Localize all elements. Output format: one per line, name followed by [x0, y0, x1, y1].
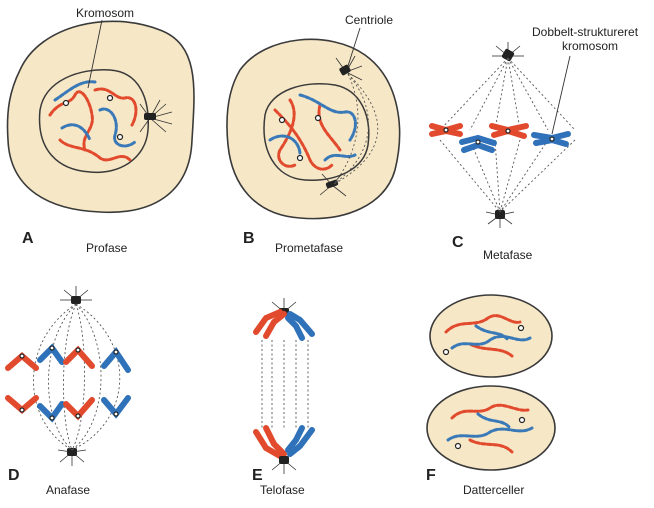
panel-letter-a: A — [22, 230, 34, 247]
cell-b — [226, 38, 401, 220]
centriole-a — [139, 99, 173, 133]
daughter-cell-bottom — [426, 385, 556, 471]
spindle-d — [33, 303, 121, 451]
panel-label-a: Profase — [86, 241, 128, 255]
nucleus-a — [38, 69, 149, 174]
panel-a-prophase: Kromosom A Profase — [6, 6, 195, 255]
panel-e-telophase: E Telofase — [252, 298, 315, 497]
panel-f-daughter-cells: F Datterceller — [426, 294, 556, 497]
centriole-b-top — [335, 55, 363, 81]
label-chromosome: Kromosom — [76, 6, 134, 20]
panel-d-anaphase: D Anafase — [5, 286, 131, 497]
panel-label-c: Metafase — [483, 248, 533, 262]
chromosomes-e-top — [253, 309, 315, 341]
chromosomes-e-bottom — [253, 425, 315, 459]
spindle-b — [333, 73, 379, 185]
daughter-cell-top — [429, 294, 553, 378]
panel-letter-e: E — [252, 467, 263, 484]
panel-label-e: Telofase — [260, 483, 305, 497]
label-centriole: Centriole — [345, 13, 393, 27]
spindle-c — [439, 57, 576, 213]
centriole-b-bottom — [319, 173, 347, 197]
panel-b-prometaphase: Centriole B Prometafase — [226, 13, 401, 255]
panel-label-f: Datterceller — [463, 483, 524, 497]
pointer-chromosome — [87, 19, 103, 89]
panel-letter-f: F — [426, 467, 436, 484]
nucleus-b — [263, 83, 370, 181]
chromosomes-f-top — [444, 314, 532, 358]
panel-letter-c: C — [452, 234, 464, 251]
centriole-e-bottom — [271, 456, 297, 474]
panel-letter-b: B — [243, 230, 255, 247]
cell-a — [6, 20, 195, 214]
centriole-d-top — [60, 286, 92, 304]
label-double-chromosome-1: Dobbelt-struktureret — [532, 25, 639, 39]
spindle-e — [261, 340, 309, 430]
label-double-chromosome-2: kromosom — [562, 39, 618, 53]
panel-letter-d: D — [8, 467, 20, 484]
centriole-d-bottom — [57, 448, 87, 466]
panel-c-metaphase: Dobbelt-struktureret kromosom C Metafase — [429, 25, 639, 262]
chromosomes-d — [5, 343, 131, 423]
pointer-centriole — [347, 27, 361, 67]
chromosomes-f-bottom — [446, 403, 534, 454]
panel-label-b: Prometafase — [275, 241, 343, 255]
centriole-c-bottom — [485, 210, 515, 228]
pointer-double-chromosome — [551, 55, 571, 135]
centriole-c-top — [492, 42, 524, 62]
panel-label-d: Anafase — [46, 483, 90, 497]
